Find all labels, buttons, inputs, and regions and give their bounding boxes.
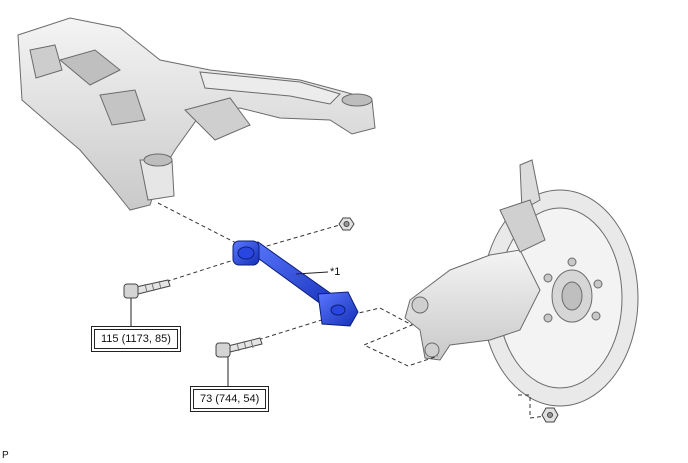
upper-bolt-icon — [123, 279, 171, 299]
lower-bolt-icon — [215, 337, 263, 358]
torque-lower-bolt-value: 73 (744, 54) — [193, 389, 267, 409]
install-guides — [139, 202, 547, 419]
torque-upper-bolt: 115 (1173, 85) — [91, 326, 181, 352]
callout-part-1: *1 — [330, 266, 341, 278]
knuckle-and-disc — [404, 159, 639, 407]
lower-nut-icon — [541, 407, 559, 423]
torque-lower-bolt: 73 (744, 54) — [190, 386, 270, 412]
corner-code: P — [2, 450, 9, 461]
callout-leader — [295, 271, 329, 275]
torque-upper-bolt-value: 115 (1173, 85) — [94, 329, 178, 349]
lower-arm-part-1 — [232, 240, 359, 327]
suspension-member — [17, 17, 376, 211]
upper-nut-icon — [338, 217, 355, 231]
